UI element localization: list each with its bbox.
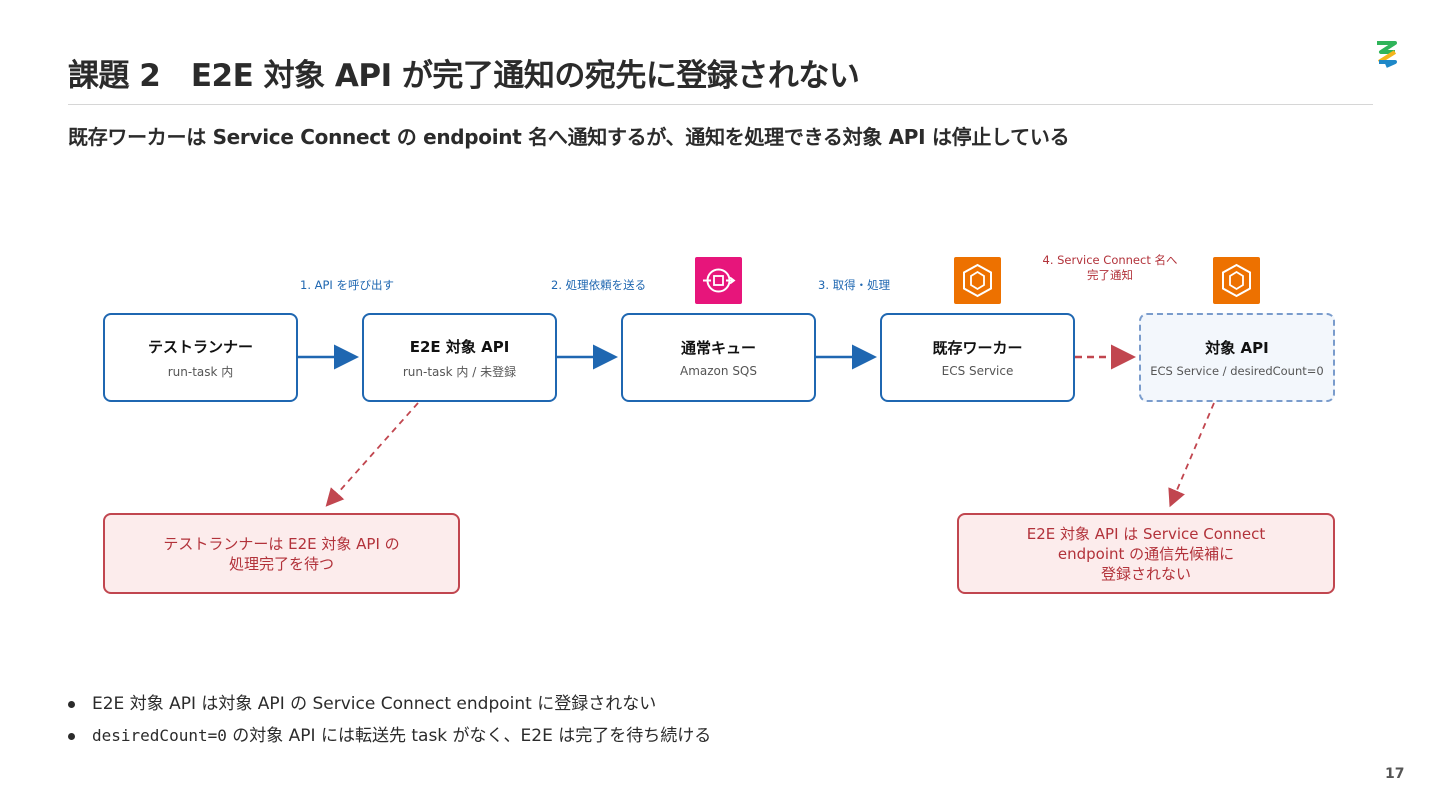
slide-subtitle: 既存ワーカーは Service Connect の endpoint 名へ通知す… [68,125,1070,149]
amazon-ecs-icon [1213,257,1260,304]
node-subtitle: run-task 内 / 未登録 [402,364,517,379]
edge-label-notify-line1: 4. Service Connect 名へ [1042,253,1178,267]
note-line: 登録されない [1100,564,1191,583]
bullet-code: desiredCount=0 [92,726,227,745]
note-line: テストランナーは E2E 対象 API の [163,534,400,553]
node-queue: 通常キュー Amazon SQS [621,313,816,402]
node-title: 対象 API [1205,339,1269,357]
page-number: 17 [1385,766,1405,782]
node-title: テストランナー [147,337,253,356]
node-subtitle: ECS Service [941,364,1014,378]
note-line: E2E 対象 API は Service Connect [1026,524,1266,543]
brand-logo-icon [1377,41,1397,68]
edge-label-send-request: 2. 処理依頼を送る [551,278,647,292]
arrow-api-to-left-note [325,402,419,507]
node-subtitle: Amazon SQS [680,364,757,378]
edge-label-fetch-process: 3. 取得・処理 [818,278,891,292]
node-subtitle: run-task 内 [167,364,234,379]
bullet-item: desiredCount=0 の対象 API には転送先 task がなく、E2… [68,722,711,754]
title-divider [68,104,1373,105]
bullet-item: E2E 対象 API は対象 API の Service Connect end… [68,690,711,722]
note-line: 処理完了を待つ [228,554,334,573]
node-title: E2E 対象 API [409,337,510,356]
arrow-target-to-right-note [1168,402,1215,508]
bullet-dot [68,733,75,740]
bullet-list: E2E 対象 API は対象 API の Service Connect end… [68,690,711,754]
note-line: endpoint の通信先候補に [1057,544,1235,563]
node-subtitle: ECS Service / desiredCount=0 [1150,364,1324,378]
bullet-text: の対象 API には転送先 task がなく、E2E は完了を待ち続ける [226,726,712,746]
edge-label-notify-line2: 完了通知 [1087,268,1133,282]
bullet-text: E2E 対象 API は対象 API の Service Connect end… [92,694,657,714]
amazon-ecs-icon [954,257,1001,304]
node-e2e-api: E2E 対象 API run-task 内 / 未登録 [362,313,557,402]
node-title: 既存ワーカー [932,339,1023,357]
slide-title: 課題 2 E2E 対象 API が完了通知の宛先に登録されない [68,58,860,94]
edge-label-call-api: 1. API を呼び出す [300,278,394,292]
edge-label-notify-completion: 4. Service Connect 名へ 完了通知 [1030,253,1190,283]
note-runner-waits: テストランナーは E2E 対象 API の 処理完了を待つ [103,513,460,594]
amazon-sqs-icon [695,257,742,304]
node-worker: 既存ワーカー ECS Service [880,313,1075,402]
node-title: 通常キュー [680,339,756,357]
node-test-runner: テストランナー run-task 内 [103,313,298,402]
node-target-api: 対象 API ECS Service / desiredCount=0 [1139,313,1335,402]
bullet-dot [68,701,75,708]
note-not-registered: E2E 対象 API は Service Connect endpoint の通… [957,513,1335,594]
